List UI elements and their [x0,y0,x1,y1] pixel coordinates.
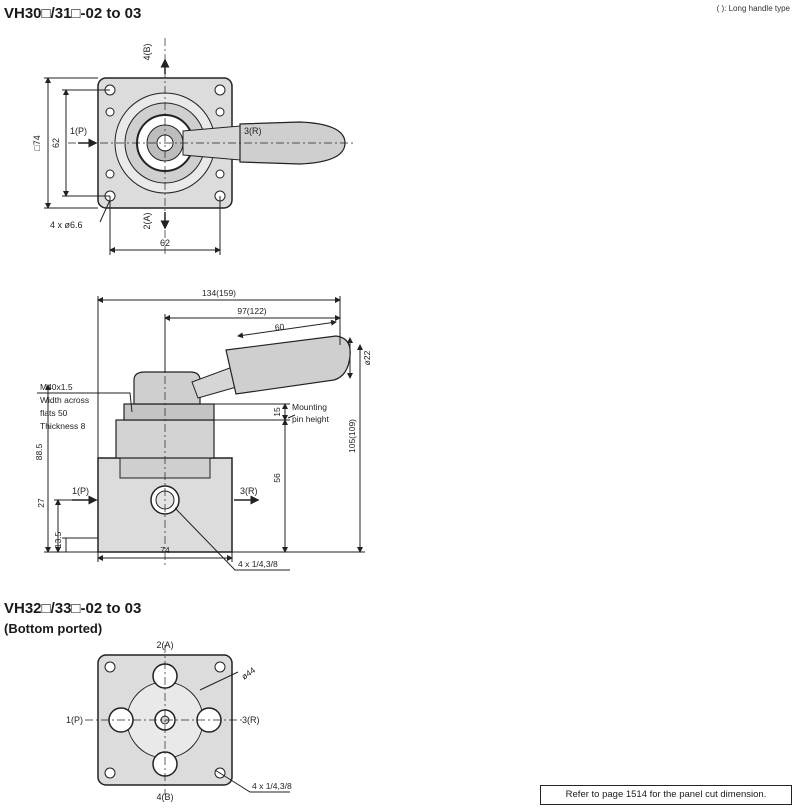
side-port-r-label: 3(R) [240,486,258,496]
panel-cut-reference: Refer to page 1514 for the panel cut dim… [540,785,792,805]
side-view-handle [225,335,351,395]
bottom-dia-44: ø44 [239,665,257,682]
mount-label-1: Mounting [292,402,327,412]
port-p-label: 1(P) [70,126,87,136]
bottom-port-p-label: 1(P) [66,715,83,725]
dim-27: 27 [36,498,46,508]
flats-label-1: Width across [40,395,89,405]
dim-total-height: 105(109) [347,419,357,453]
bottom-ports-note: 4 x 1/4,3/8 [252,781,292,791]
bottom-port-b-label: 4(B) [156,792,173,802]
dim-body-56: 56 [272,473,282,483]
dim-width-74: 74 [160,545,170,555]
dim-handle-length: 97(122) [237,306,266,316]
dim-grip-length: 60 [274,321,285,332]
mount-hole [214,84,226,96]
port-r-label: 3(R) [244,126,262,136]
thread-label: M40x1.5 [40,382,73,392]
mount-label-2: pin height [292,414,330,424]
side-view [37,296,365,571]
top-view [44,38,355,255]
port-a-label: 2(A) [142,212,152,229]
dim-13-5: 13.5 [53,531,63,548]
bottom-port-r-label: 3(R) [242,715,260,725]
dim-total-length: 134(159) [202,288,236,298]
dim-88-5: 88.5 [34,443,44,460]
side-ports-note: 4 x 1/4,3/8 [238,559,278,569]
dim-inner-62-v: 62 [51,138,61,148]
dim-outer-74: □74 [32,135,42,150]
dim-mount-15: 15 [272,407,282,417]
bottom-port-a-label: 2(A) [156,640,173,650]
port-b-label: 4(B) [142,43,152,60]
bottom-view [85,645,290,795]
dim-inner-62-h: 62 [160,238,170,248]
section1-title: VH30□/31□-02 to 03 [4,5,142,22]
side-port-p-label: 1(P) [72,486,89,496]
dim-grip-dia: ø22 [362,350,372,365]
long-handle-note: ( ): Long handle type [716,4,790,13]
section2-title: VH32□/33□-02 to 03 [4,600,142,617]
lock-nut [123,403,215,421]
holes-label: 4 x ø6.6 [50,220,83,230]
flats-label-2: flats 50 [40,408,68,418]
section2-subtitle: (Bottom ported) [4,621,103,636]
thickness-label: Thickness 8 [40,421,86,431]
